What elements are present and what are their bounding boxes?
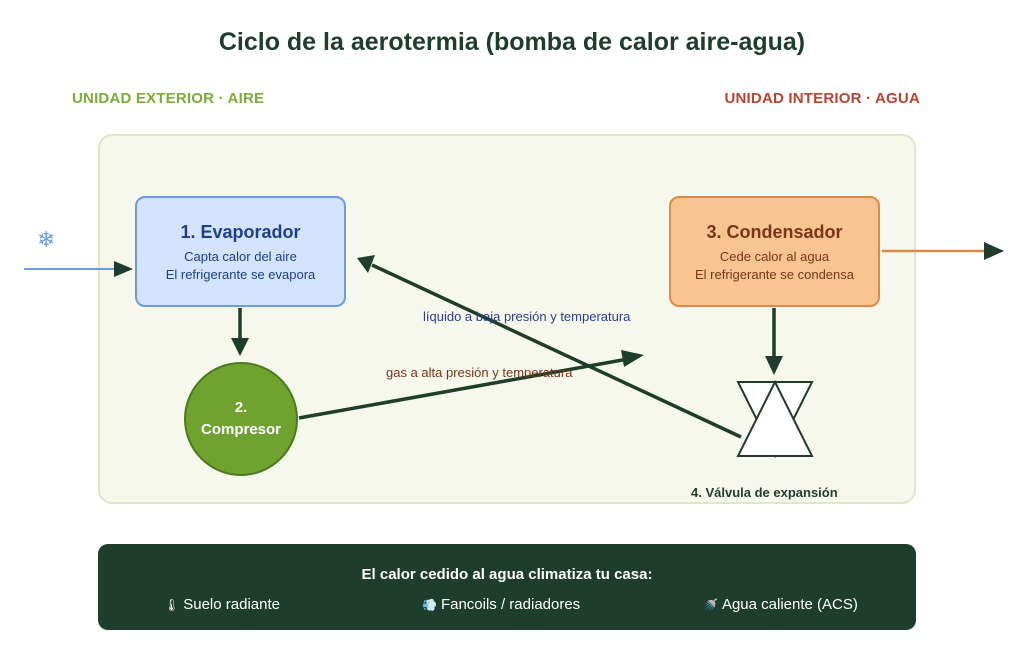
- condenser-to-valve-arrowhead: [765, 356, 783, 375]
- expansion-valve-label: 4. Válvula de expansión: [691, 485, 838, 500]
- indoor-unit-label: UNIDAD INTERIOR · AGUA: [724, 90, 920, 107]
- info-title: El calor cedido al agua climatiza tu cas…: [361, 566, 653, 583]
- expansion-valve-icon: [736, 379, 814, 459]
- liquid-flow-label: líquido a baja presión y temperatura: [423, 309, 631, 324]
- evaporator-line-1: Capta calor del aire: [184, 249, 297, 264]
- info-item-hot-water: 🚿Agua caliente (ACS): [703, 596, 858, 613]
- fan-icon: 💨: [422, 598, 437, 612]
- info-item-label: Agua caliente (ACS): [721, 596, 858, 613]
- evaporator-box: 1. Evaporador Capta calor del aire El re…: [135, 196, 346, 307]
- thermometer-icon: 🌡: [164, 598, 180, 612]
- compressor-number: 2.: [234, 399, 248, 416]
- condenser-line-2: El refrigerante se condensa: [695, 267, 854, 282]
- gas-flow-label: gas a alta presión y temperatura: [386, 365, 573, 380]
- snowflake-icon: ❄: [37, 227, 56, 252]
- outdoor-unit-label: UNIDAD EXTERIOR · AIRE: [72, 90, 265, 107]
- condenser-box: 3. Condensador Cede calor al agua El ref…: [669, 196, 880, 307]
- gas-flow-arrowhead: [621, 350, 644, 367]
- info-panel: El calor cedido al agua climatiza tu cas…: [98, 544, 916, 630]
- heat-output-arrowhead: [984, 242, 1004, 260]
- condenser-line-1: Cede calor al agua: [719, 249, 830, 264]
- air-input-arrowhead: [114, 261, 133, 277]
- faucet-icon: 🚿: [703, 598, 718, 612]
- liquid-flow-arrow: [371, 263, 742, 439]
- compressor-name: Compresor: [200, 421, 282, 438]
- info-item-underfloor: 🌡Suelo radiante: [164, 596, 280, 613]
- gas-flow-arrow: [298, 357, 629, 420]
- condenser-title: 3. Condensador: [706, 222, 843, 242]
- page-title: Ciclo de la aerotermia (bomba de calor a…: [218, 28, 806, 56]
- info-item-label: Fancoils / radiadores: [440, 596, 581, 613]
- info-item-fancoils: 💨Fancoils / radiadores: [422, 596, 580, 613]
- evaporator-title: 1. Evaporador: [180, 222, 301, 242]
- evaporator-line-2: El refrigerante se evapora: [165, 267, 316, 282]
- info-item-label: Suelo radiante: [183, 596, 280, 613]
- compressor-circle: 2. Compresor: [184, 362, 298, 476]
- evaporator-to-compressor-arrowhead: [231, 338, 249, 356]
- liquid-flow-arrowhead: [357, 255, 375, 273]
